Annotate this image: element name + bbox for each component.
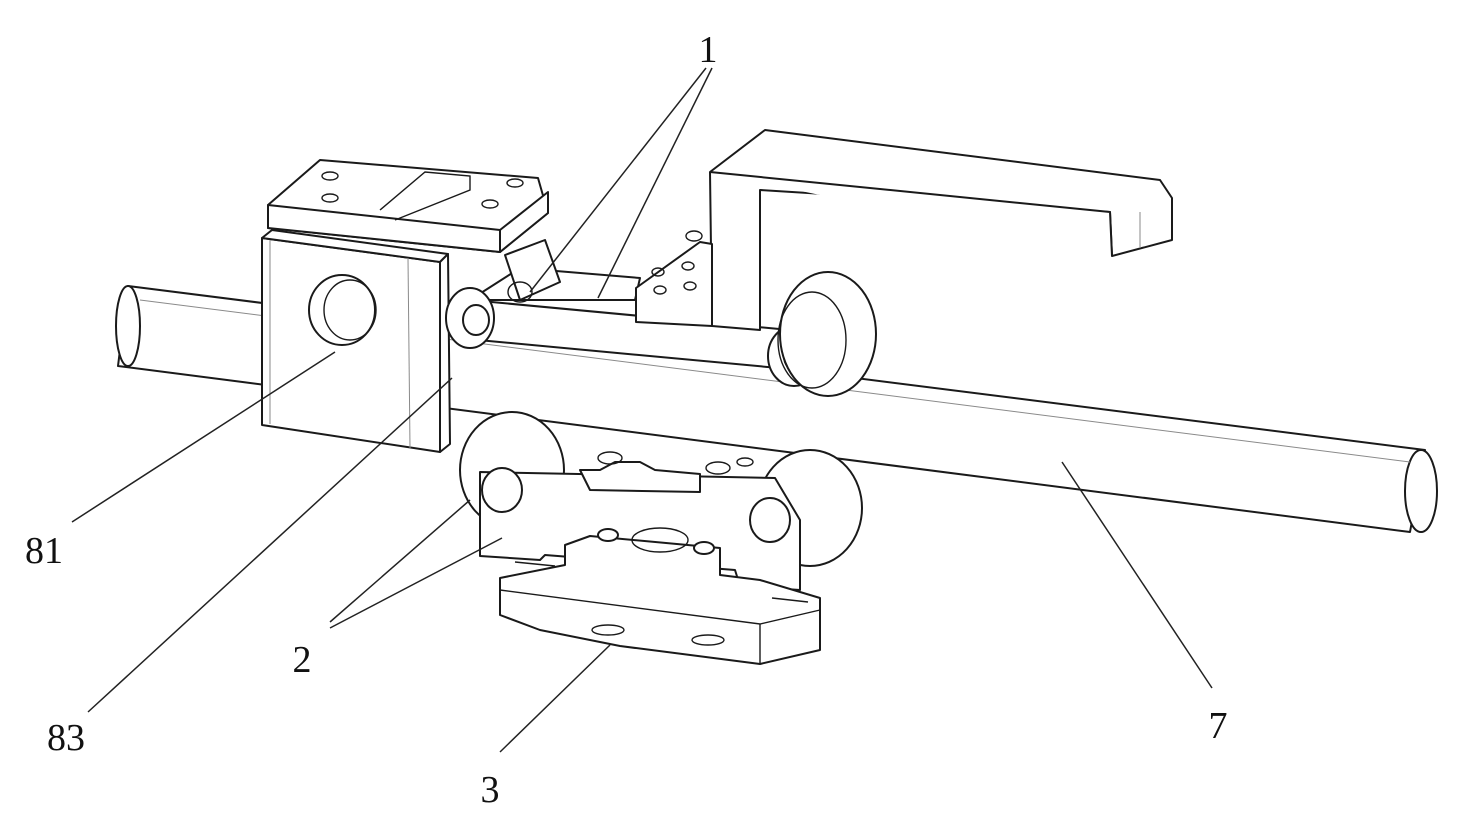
clamp-block-81 — [261, 229, 451, 453]
roller-upper — [777, 271, 877, 397]
label-1: 1 — [699, 29, 718, 71]
leader-1a — [529, 67, 707, 293]
label-81: 81 — [25, 530, 63, 572]
handle-lever — [635, 129, 1173, 331]
label-2: 2 — [293, 639, 312, 681]
leader-3 — [499, 644, 611, 753]
label-3: 3 — [481, 769, 500, 811]
leader-83 — [87, 377, 453, 713]
leader-lines — [71, 67, 1213, 753]
leader-1b — [597, 67, 713, 299]
leader-7 — [1061, 461, 1213, 689]
leader-2b — [329, 537, 503, 629]
label-7: 7 — [1209, 705, 1228, 747]
label-83: 83 — [47, 717, 85, 759]
leader-81 — [71, 351, 336, 523]
base-plate-3 — [499, 527, 821, 665]
leader-2a — [329, 499, 471, 623]
top-plate — [267, 159, 549, 253]
